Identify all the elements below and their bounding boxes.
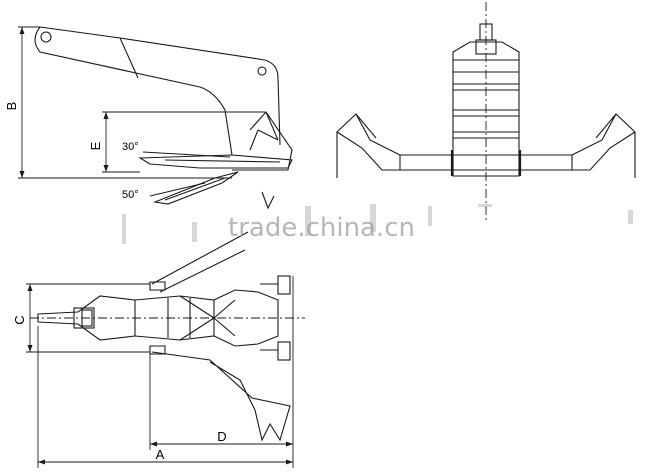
fluke-tip <box>261 191 275 210</box>
plan-view-lower-fluke <box>149 345 291 442</box>
fluke-30-deg <box>138 154 293 169</box>
plan-view: C A D <box>12 231 305 468</box>
dim-e-label: E <box>88 141 103 150</box>
side-view: 30° 50° B E <box>4 26 293 210</box>
plan-view-crown-plate-bottom <box>277 341 291 361</box>
fluke-50-deg <box>152 171 239 205</box>
shank-hole <box>257 66 267 76</box>
front-view-left-fluke <box>336 113 401 178</box>
dim-d-label: D <box>217 429 226 444</box>
side-view-shank <box>34 26 281 156</box>
angle-30-label: 30° <box>122 141 139 153</box>
front-view <box>336 2 636 222</box>
side-view-crown <box>232 111 293 171</box>
watermark-text: trade.china.cn <box>228 213 415 243</box>
dim-a-label: A <box>156 447 165 462</box>
dim-c-label: C <box>12 315 27 324</box>
watermark: trade.china.cn <box>122 204 633 244</box>
shackle-hole <box>40 31 52 43</box>
plan-view-crown-plate-top <box>277 275 291 295</box>
front-view-right-fluke <box>571 113 636 178</box>
angle-50-label: 50° <box>122 189 139 201</box>
plan-view-upper-fluke <box>149 231 249 293</box>
dim-b-label: B <box>4 102 19 111</box>
